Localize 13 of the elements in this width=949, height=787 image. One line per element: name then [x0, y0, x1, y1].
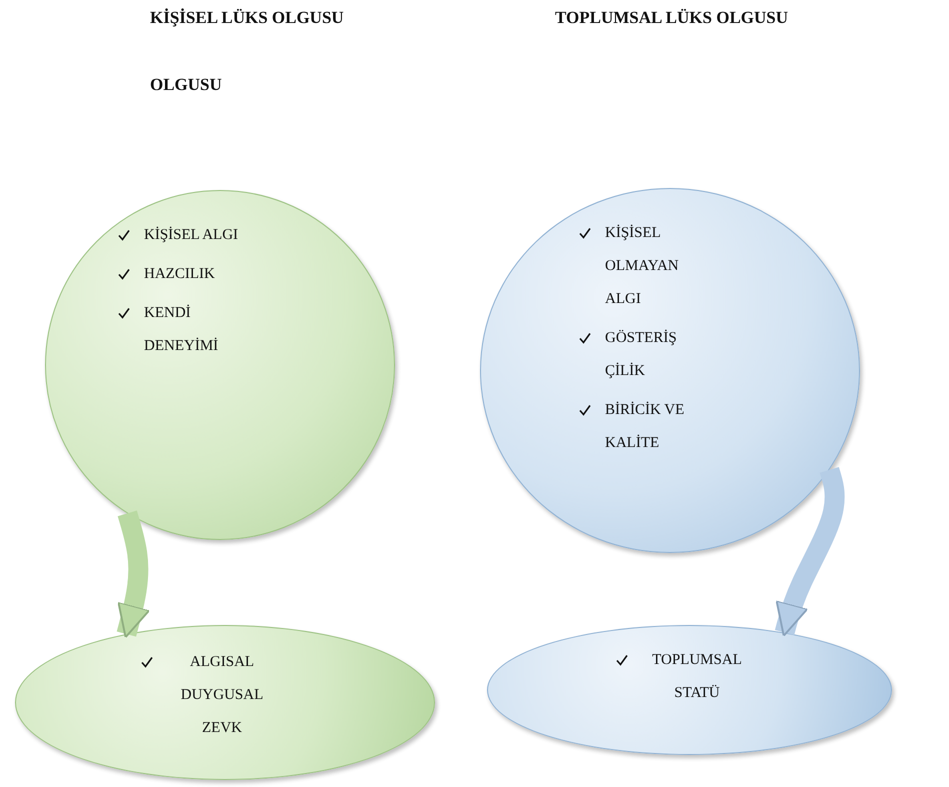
list-item-text: GÖSTERİŞ ÇİLİK — [605, 328, 678, 381]
list-item-text: KENDİ DENEYİMİ — [144, 304, 220, 356]
list-item-text: HAZCILIK — [144, 265, 216, 284]
list-item-text: KİŞİSEL ALGI — [144, 226, 240, 245]
list-item-text: TOPLUMSAL STATÜ — [651, 651, 743, 703]
list-item-text: KİŞİSEL OLMAYAN ALGI — [605, 224, 680, 309]
heading-text: TOPLUMSAL LÜKS OLGUSU — [555, 8, 788, 28]
curved-arrow — [116, 510, 150, 638]
curved-arrow — [774, 466, 845, 637]
list-item-text: BİRİCİK VE KALİTE — [605, 400, 686, 453]
list-item-text: ALGISAL DUYGUSAL ZEVK — [180, 653, 264, 738]
heading-text: OLGUSU — [150, 75, 222, 95]
heading-text: KİŞİSEL LÜKS OLGUSU — [150, 8, 344, 28]
